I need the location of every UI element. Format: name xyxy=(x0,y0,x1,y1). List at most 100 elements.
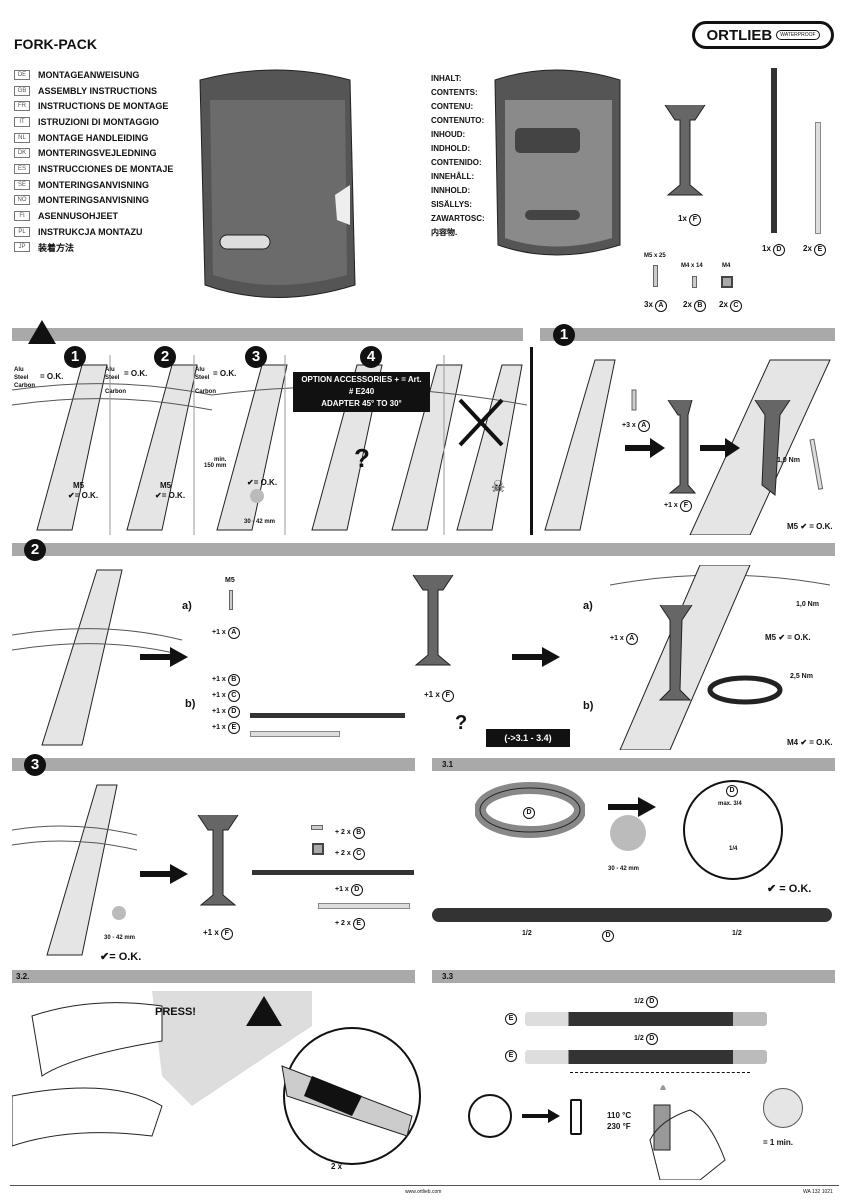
contents-label: CONTENTS: xyxy=(431,88,478,97)
step-3-diameter: 30 - 42 mm xyxy=(104,935,136,941)
ok-label-2: = O.K. xyxy=(124,369,148,378)
language-item: PL INSTRUKCJA MONTAZU xyxy=(14,224,173,240)
step-3-3-section-bar xyxy=(432,970,835,983)
step-2-result-b: b) xyxy=(583,700,594,712)
step-1-torque: 1,0 Nm xyxy=(777,457,800,464)
m5-label-2: M5 xyxy=(160,481,172,490)
warning-triangle-icon xyxy=(28,320,56,344)
contents-label: 内容物. xyxy=(431,228,458,237)
nut-C-icon xyxy=(312,843,324,855)
language-code: DE xyxy=(14,69,30,80)
sleeve-cross-section-icon xyxy=(468,1094,512,1138)
warning-step-3-badge: 3 xyxy=(245,346,267,368)
step-1-illustration xyxy=(544,359,831,535)
contents-label: INNEHÅLL: xyxy=(431,172,475,181)
clock-icon xyxy=(763,1088,803,1128)
step-2-m5-label: M5 xyxy=(225,577,235,584)
contents-label: INHOUD: xyxy=(431,130,466,139)
fork-pack-bag-back-illustration xyxy=(494,69,621,256)
strap-D-letter: D xyxy=(521,807,535,819)
step-2-question-mark: ? xyxy=(455,712,468,734)
tube-E-illustration xyxy=(815,122,821,234)
footer-divider xyxy=(10,1185,839,1186)
language-code: PL xyxy=(14,226,30,237)
brand-tag: WATERPROOF xyxy=(776,30,820,40)
contents-label: CONTENU: xyxy=(431,102,474,111)
step-2-result-a: a) xyxy=(583,600,593,612)
part-B-spec: M4 x 14 xyxy=(681,263,703,269)
arrow-right-icon xyxy=(140,647,188,667)
contents-label: INDHOLD: xyxy=(431,144,471,153)
half-label-right: 1/2 xyxy=(732,930,742,937)
contents-label-list: INHALT: CONTENTS: CONTENU: CONTENUTO: INHOUD… xyxy=(431,72,485,240)
language-label: ASENNUSOHJEET xyxy=(38,211,119,222)
language-code: FI xyxy=(14,211,30,222)
min-distance-label: min.150 mm xyxy=(204,457,227,469)
footer-doc-code: WA 132 1021 xyxy=(803,1189,833,1195)
warning-triangle-icon xyxy=(246,996,282,1026)
contents-label: CONTENUTO: xyxy=(431,116,485,125)
arrow-right-icon xyxy=(140,864,188,884)
carbon-label-3: Carbon xyxy=(195,389,216,395)
tube-with-sleeves-1 xyxy=(525,1012,767,1026)
shrunk-sleeve-icon xyxy=(570,1099,582,1135)
tube-D-icon xyxy=(250,713,405,718)
contents-label: CONTENIDO: xyxy=(431,158,482,167)
tube-diameter-icon xyxy=(610,815,646,851)
language-code: NO xyxy=(14,195,30,206)
step-2-torque-a: 1,0 Nm xyxy=(796,601,819,608)
step-3-ok: ✔= O.K. xyxy=(100,951,142,963)
language-label: INSTRUKCJA MONTAZU xyxy=(38,226,143,237)
step-3-2-title: 3.2. xyxy=(16,972,30,981)
warning-step-4-badge: 4 xyxy=(360,346,382,368)
footer-url[interactable]: www.ortlieb.com xyxy=(405,1189,442,1195)
contents-label: INHALT: xyxy=(431,74,462,83)
tube-D-cut-illustration xyxy=(432,908,832,922)
step-2-fork-illustration xyxy=(12,569,183,746)
arrow-right-icon xyxy=(512,647,560,667)
tube-E-icon xyxy=(250,731,340,737)
language-item: FI ASENNUSOHJEET xyxy=(14,208,173,224)
E-letter-2: E xyxy=(503,1050,517,1062)
cut-D-letter: D xyxy=(600,930,614,942)
language-label: 装着方法 xyxy=(38,242,75,253)
language-code: FR xyxy=(14,101,30,112)
length-dashed-arrow xyxy=(570,1072,750,1073)
language-label: MONTERINGSANVISNING xyxy=(38,179,150,190)
circle-D-letter: D xyxy=(724,785,738,797)
screw-A-icon xyxy=(653,265,658,287)
screw-B-icon xyxy=(311,825,323,830)
language-code: JP xyxy=(14,242,30,253)
step-3-section-bar xyxy=(12,758,415,771)
language-code: ES xyxy=(14,163,30,174)
step-3-holder-illustration xyxy=(197,814,239,906)
check-ok-3: ✔= O.K. xyxy=(247,478,278,487)
contents-label: INNHOLD: xyxy=(431,186,471,195)
m5-label-1: M5 xyxy=(73,481,85,490)
tube-diameter-icon xyxy=(250,489,264,503)
carbon-label-2: Carbon xyxy=(105,389,126,395)
